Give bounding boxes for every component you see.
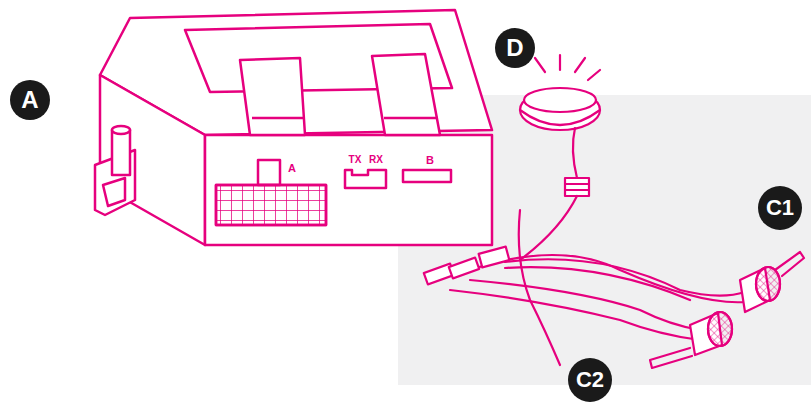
connector-label: B [426, 155, 434, 166]
callout-letter: C1 [766, 197, 794, 219]
callout-letter: A [21, 88, 38, 112]
connector-label: A [288, 163, 296, 174]
callout-letter: C2 [576, 369, 604, 391]
control-unit [95, 10, 492, 245]
signal-label: TX [349, 155, 362, 165]
callout-letter: D [506, 36, 523, 60]
signal-label: RX [369, 155, 383, 165]
callout-discs [10, 28, 802, 402]
harness [424, 55, 804, 368]
